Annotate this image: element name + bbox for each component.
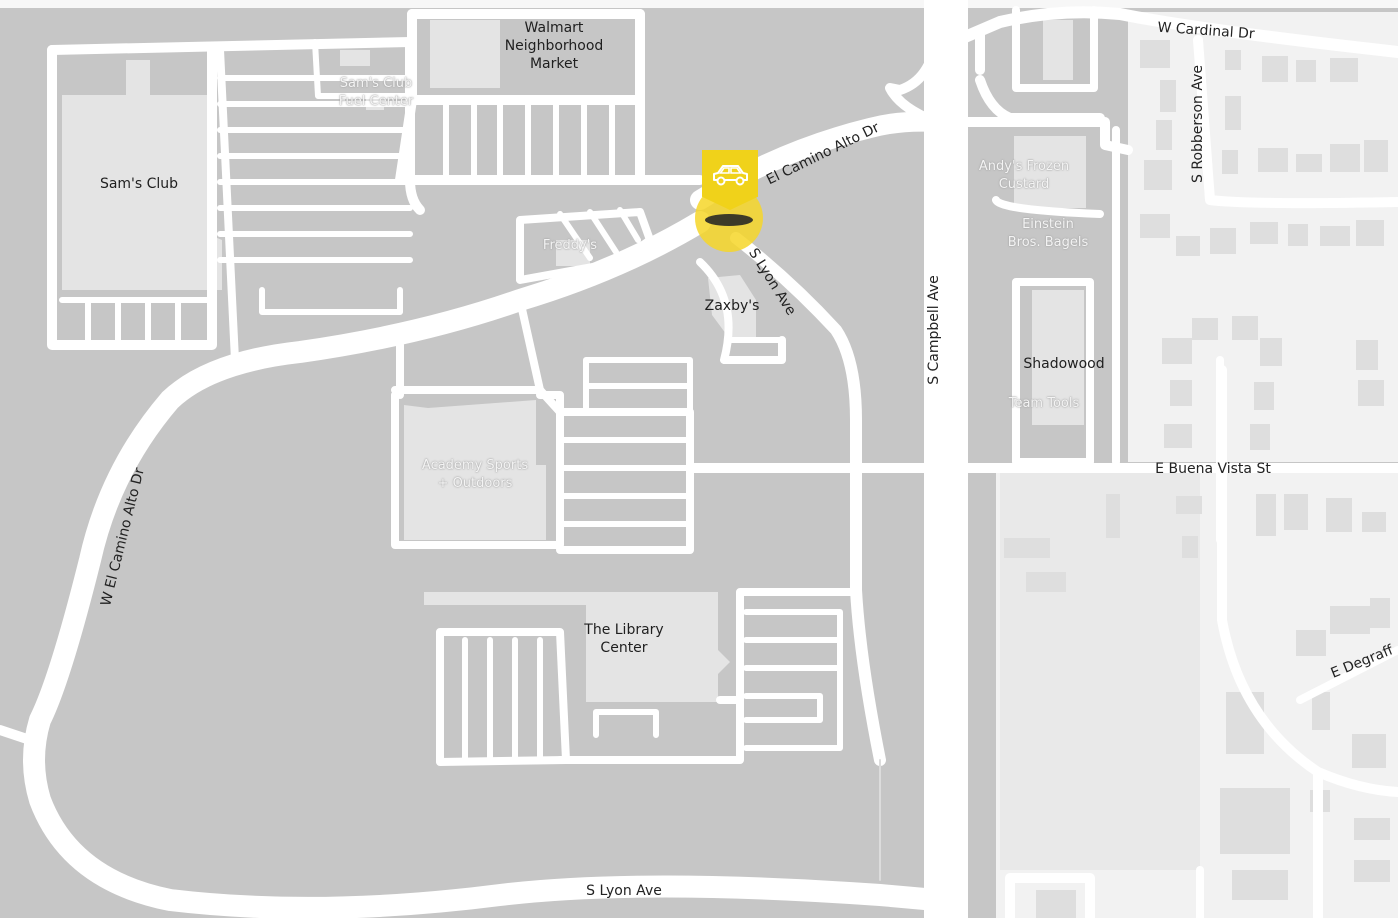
shadowood-label[interactable]: Shadowood — [1023, 356, 1105, 372]
marker-shadow — [705, 214, 753, 226]
andys-frozen-custard-label[interactable]: Andy's Frozen Custard — [978, 159, 1070, 192]
marker-pin[interactable] — [702, 150, 758, 210]
academy-sports-label[interactable]: Academy Sports + Outdoors — [421, 458, 529, 491]
car-icon — [713, 165, 748, 186]
road-label-s-campbell-ave: S Campbell Ave — [926, 275, 942, 385]
road-label-s-lyon-ave-south: S Lyon Ave — [586, 883, 662, 899]
road-label-e-buena-vista-st: E Buena Vista St — [1155, 461, 1271, 477]
road-label-s-robberson-ave: S Robberson Ave — [1190, 65, 1206, 183]
vehicle-location-marker[interactable] — [695, 150, 765, 252]
walmart-label[interactable]: Walmart Neighborhood Market — [504, 20, 604, 72]
sams-club-label[interactable]: Sam's Club — [99, 176, 179, 192]
zaxbys-label[interactable]: Zaxby's — [704, 298, 760, 314]
team-tools-label[interactable]: Team Tools — [1008, 396, 1080, 411]
freddys-label[interactable]: Freddy's — [542, 238, 598, 253]
sams-club-fuel-center-label[interactable]: Sam's Club Fuel Center — [338, 76, 414, 109]
einstein-bros-bagels-label[interactable]: Einstein Bros. Bagels — [1007, 217, 1089, 250]
library-center-label[interactable]: The Library Center — [584, 622, 664, 656]
